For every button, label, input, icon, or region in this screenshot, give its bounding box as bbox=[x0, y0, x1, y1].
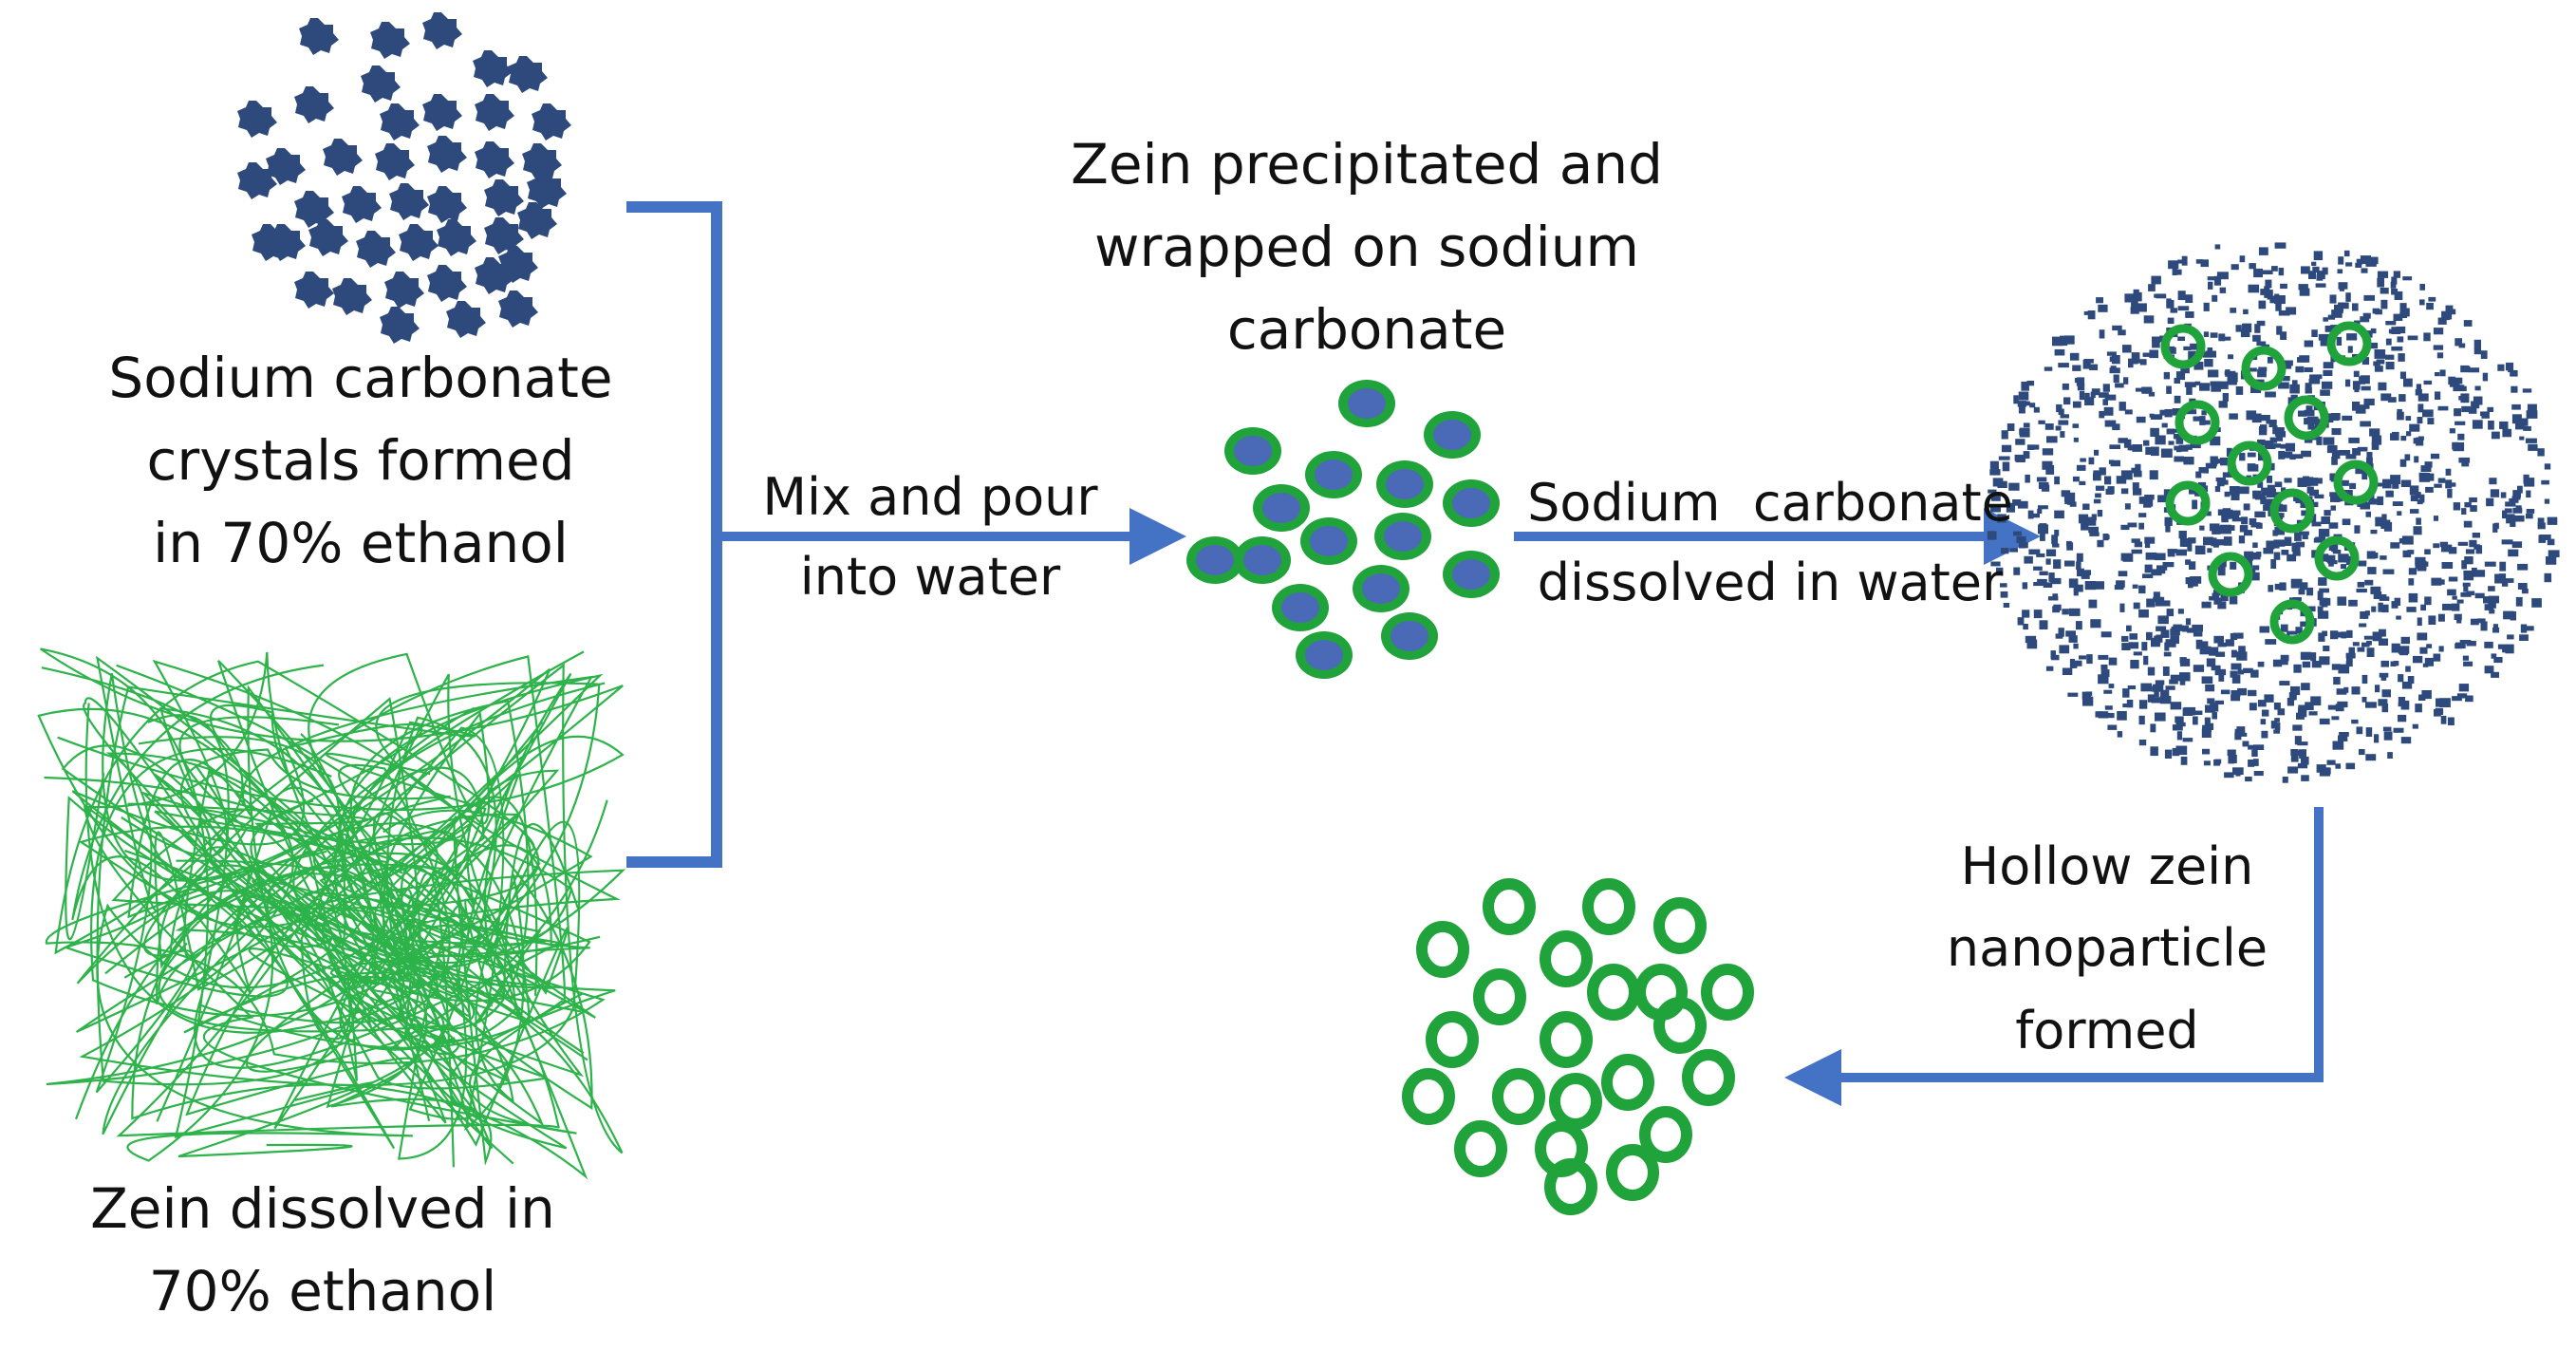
zein-precipitated-label: Zein precipitated and wrapped on sodium … bbox=[1071, 132, 1663, 362]
sodium-carbonate-crystals-icon bbox=[237, 12, 571, 344]
arrow-hollow bbox=[1784, 807, 2324, 1106]
sodium-carbonate-crystals-label: Sodium carbonate crystals formed in 70% … bbox=[108, 346, 613, 575]
zein-dissolved-label: Zein dissolved in 70% ethanol bbox=[90, 1176, 555, 1323]
hollow-nanoparticles-icon bbox=[1402, 878, 1754, 1215]
mix-and-pour-label: Mix and pour into water bbox=[762, 467, 1098, 607]
sodium-carbonate-dissolved-label: Sodium carbonate dissolved in water bbox=[1527, 473, 2013, 612]
zein-strands-icon bbox=[37, 647, 626, 1180]
zein-coated-particles-icon bbox=[1186, 380, 1500, 679]
zein-shells-in-solution-icon bbox=[2160, 321, 2379, 645]
hollow-nanoparticle-formed-label: Hollow zein nanoparticle formed bbox=[1946, 836, 2268, 1060]
